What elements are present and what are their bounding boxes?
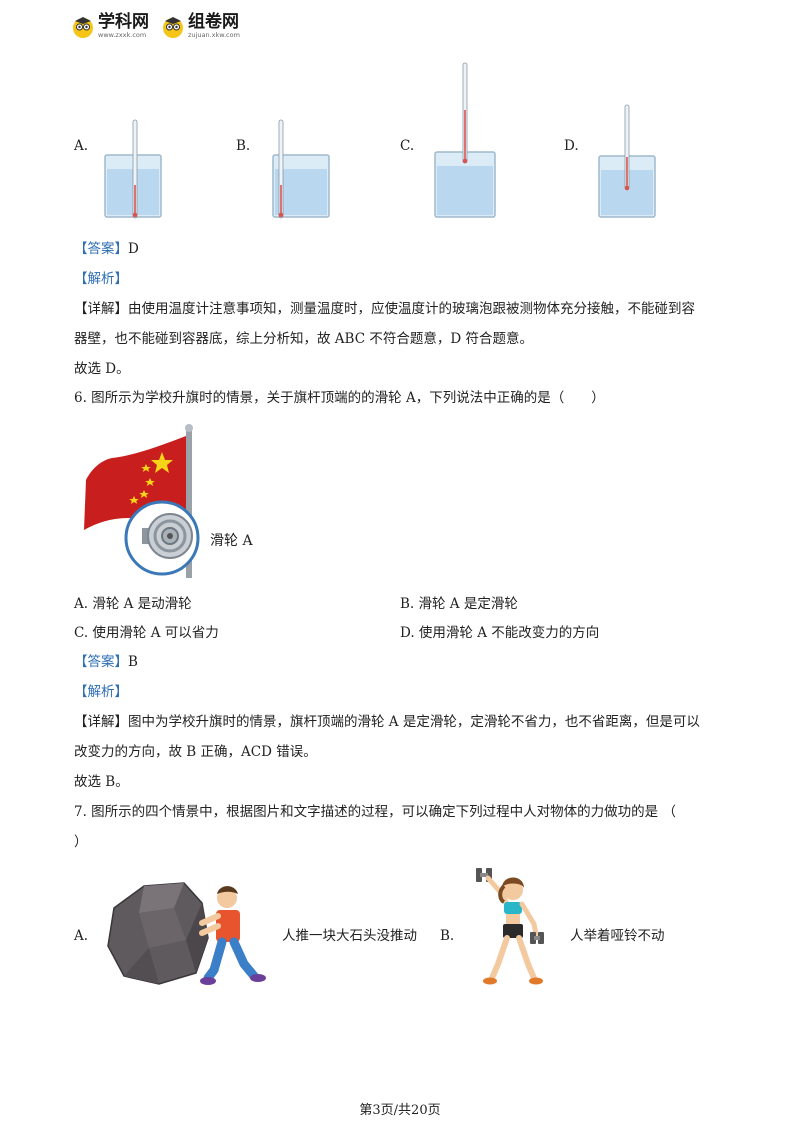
q7-option-a-caption: 人推一块大石头没推动 — [282, 928, 417, 944]
beaker-thermometer-figure-a — [104, 119, 162, 219]
q6-detail-text1: 图中为学校升旗时的情景，旗杆顶端的滑轮 A 是定滑轮，定滑轮不省力，也不省距离，… — [128, 714, 700, 730]
q5-option-d-letter: D. — [564, 138, 579, 154]
beaker-thermometer-figure-b — [272, 119, 330, 219]
q5-analysis-tag: 【解析】 — [74, 271, 128, 287]
q6-option-a: A. 滑轮 A 是动滑轮 — [74, 596, 192, 612]
q6-detail-tag: 【详解】 — [74, 714, 128, 730]
beaker-thermometer-figure-d — [598, 104, 656, 218]
owl-logo-icon — [73, 16, 93, 38]
logo1-name: 学科网 — [98, 12, 149, 32]
beaker-thermometer-figure-c — [434, 62, 496, 218]
q5-option-a-letter: A. — [74, 138, 89, 154]
q6-answer-value: B — [128, 654, 138, 670]
q5-conclusion: 故选 D。 — [74, 361, 130, 377]
q6-stem: 6. 图所示为学校升旗时的情景，关于旗杆顶端的的滑轮 A，下列说法中正确的是（ … — [74, 390, 605, 406]
flag-pulley-figure — [84, 424, 200, 578]
q6-answer-tag: 【答案】 — [74, 654, 128, 670]
q6-option-d: D. 使用滑轮 A 不能改变力的方向 — [400, 625, 600, 641]
q5-answer: 【答案】D — [74, 239, 139, 259]
boy-pushing-rock-figure — [107, 882, 266, 985]
q6-detail-line2: 改变力的方向，故 B 正确，ACD 错误。 — [74, 744, 317, 760]
q5-detail-line1: 【详解】由使用温度计注意事项知，测量温度时，应使温度计的玻璃泡跟被测物体充分接触… — [74, 299, 695, 319]
q7-option-b-caption: 人举着哑铃不动 — [570, 928, 665, 944]
q5-option-b-letter: B. — [236, 138, 251, 154]
logo2-name: 组卷网 — [188, 12, 239, 32]
q7-option-a-letter: A. — [74, 928, 89, 944]
q6-conclusion: 故选 B。 — [74, 774, 129, 790]
logo-zxxk: 学科网 www.zxxk.com — [72, 14, 149, 39]
q5-detail-text1: 由使用温度计注意事项知，测量温度时，应使温度计的玻璃泡跟被测物体充分接触，不能碰… — [128, 301, 695, 317]
q5-answer-value: D — [128, 241, 139, 257]
q7-stem-line1: 7. 图所示的四个情景中，根据图片和文字描述的过程，可以确定下列过程中人对物体的… — [74, 804, 676, 820]
logo-zujuan: 组卷网 zujuan.xkw.com — [162, 14, 240, 39]
q6-analysis-tag: 【解析】 — [74, 684, 128, 700]
q5-detail-line2: 器壁，也不能碰到容器底，综上分析知，故 ABC 不符合题意，D 符合题意。 — [74, 331, 533, 347]
pulley-a-label: 滑轮 A — [210, 533, 253, 549]
q5-answer-tag: 【答案】 — [74, 241, 128, 257]
q7-option-b-letter: B. — [440, 928, 455, 944]
q6-answer: 【答案】B — [74, 652, 138, 672]
logo1-url: www.zxxk.com — [98, 31, 147, 39]
owl-logo-icon — [163, 16, 183, 38]
q6-option-b: B. 滑轮 A 是定滑轮 — [400, 596, 518, 612]
girl-holding-dumbbells-figure — [476, 868, 544, 985]
q6-detail-line1: 【详解】图中为学校升旗时的情景，旗杆顶端的滑轮 A 是定滑轮，定滑轮不省力，也不… — [74, 712, 700, 732]
logo2-url: zujuan.xkw.com — [188, 31, 240, 39]
q6-option-c: C. 使用滑轮 A 可以省力 — [74, 625, 219, 641]
q5-detail-tag: 【详解】 — [74, 301, 128, 317]
q5-option-c-letter: C. — [400, 138, 415, 154]
page-number-footer: 第3页/共20页 — [359, 1103, 441, 1118]
q7-stem-line2: ） — [74, 834, 88, 850]
